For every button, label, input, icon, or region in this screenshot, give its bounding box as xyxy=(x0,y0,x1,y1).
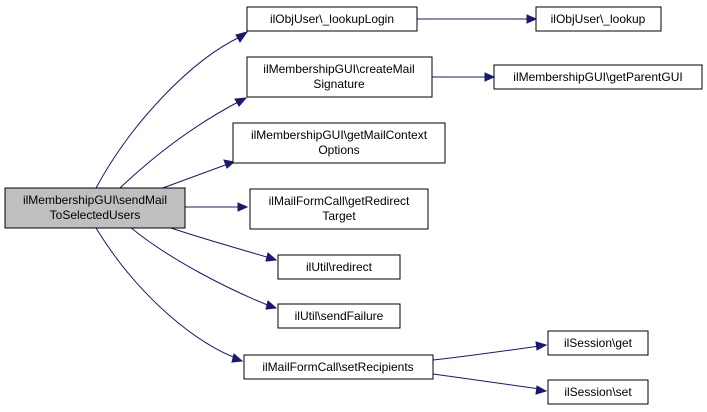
node-root[interactable]: ilMembershipGUI\sendMail ToSelectedUsers xyxy=(4,187,186,229)
node-redirect-label: ilUtil\redirect xyxy=(306,260,373,274)
arrowhead-set-recipients xyxy=(231,353,244,363)
edge-root-to-redirect xyxy=(164,225,271,259)
node-root-line-1: ilMembershipGUI\sendMail xyxy=(23,193,167,207)
node-root-line-2: ToSelectedUsers xyxy=(50,208,141,222)
edges xyxy=(95,14,548,395)
node-session-set[interactable]: ilSession\set xyxy=(547,379,649,405)
arrowhead-redirect xyxy=(265,252,278,262)
node-get-mail-context-options-line-1: ilMembershipGUI\getMailContext xyxy=(251,128,428,142)
edge-set-recipients-to-session-get xyxy=(432,345,541,361)
arrowhead-send-failure xyxy=(265,300,278,310)
arrowhead-parent-gui xyxy=(484,72,496,82)
node-get-redirect-target-line-1: ilMailFormCall\getRedirect xyxy=(269,194,410,208)
node-set-recipients-label: ilMailFormCall\setRecipients xyxy=(262,360,413,374)
node-get-parent-gui[interactable]: ilMembershipGUI\getParentGUI xyxy=(493,64,703,90)
node-lookup[interactable]: ilObjUser\_lookup xyxy=(535,6,662,32)
node-session-set-label: ilSession\set xyxy=(564,385,632,399)
arrowhead-mail-context-options xyxy=(223,159,236,169)
arrowhead-redirect-target xyxy=(237,202,249,212)
node-get-mail-context-options-line-2: Options xyxy=(318,143,359,157)
edge-root-to-lookup-login xyxy=(95,35,243,189)
node-set-recipients[interactable]: ilMailFormCall\setRecipients xyxy=(243,354,434,380)
node-lookup-login[interactable]: ilObjUser\_lookupLogin xyxy=(246,6,418,32)
node-send-failure-label: ilUtil\sendFailure xyxy=(295,309,384,323)
node-get-redirect-target-line-2: Target xyxy=(322,209,356,223)
node-create-mail-signature[interactable]: ilMembershipGUI\createMail Signature xyxy=(246,56,433,98)
node-lookup-login-label: ilObjUser\_lookupLogin xyxy=(270,12,394,26)
node-redirect[interactable]: ilUtil\redirect xyxy=(277,254,401,280)
node-send-failure[interactable]: ilUtil\sendFailure xyxy=(277,303,401,329)
edge-root-to-create-mail-signature xyxy=(119,100,241,189)
node-create-mail-signature-line-2: Signature xyxy=(313,77,365,91)
node-get-mail-context-options[interactable]: ilMembershipGUI\getMailContext Options xyxy=(232,122,446,164)
node-get-parent-gui-label: ilMembershipGUI\getParentGUI xyxy=(513,70,682,84)
arrowhead-lookup xyxy=(526,14,538,24)
edge-root-to-mail-context-options xyxy=(159,163,229,190)
arrowhead-create-mail-signature xyxy=(234,97,248,107)
arrowhead-lookup-login xyxy=(235,31,249,43)
node-create-mail-signature-line-1: ilMembershipGUI\createMail xyxy=(263,62,414,76)
node-session-get-label: ilSession\get xyxy=(564,336,633,350)
arrowhead-session-set xyxy=(535,385,548,395)
node-get-redirect-target[interactable]: ilMailFormCall\getRedirect Target xyxy=(249,188,429,230)
node-session-get[interactable]: ilSession\get xyxy=(547,330,649,356)
edge-root-to-send-failure xyxy=(129,226,271,307)
node-lookup-label: ilObjUser\_lookup xyxy=(551,12,646,26)
edge-root-to-set-recipients xyxy=(95,227,237,359)
arrowhead-session-get xyxy=(535,341,548,351)
edge-set-recipients-to-session-set xyxy=(432,373,541,390)
